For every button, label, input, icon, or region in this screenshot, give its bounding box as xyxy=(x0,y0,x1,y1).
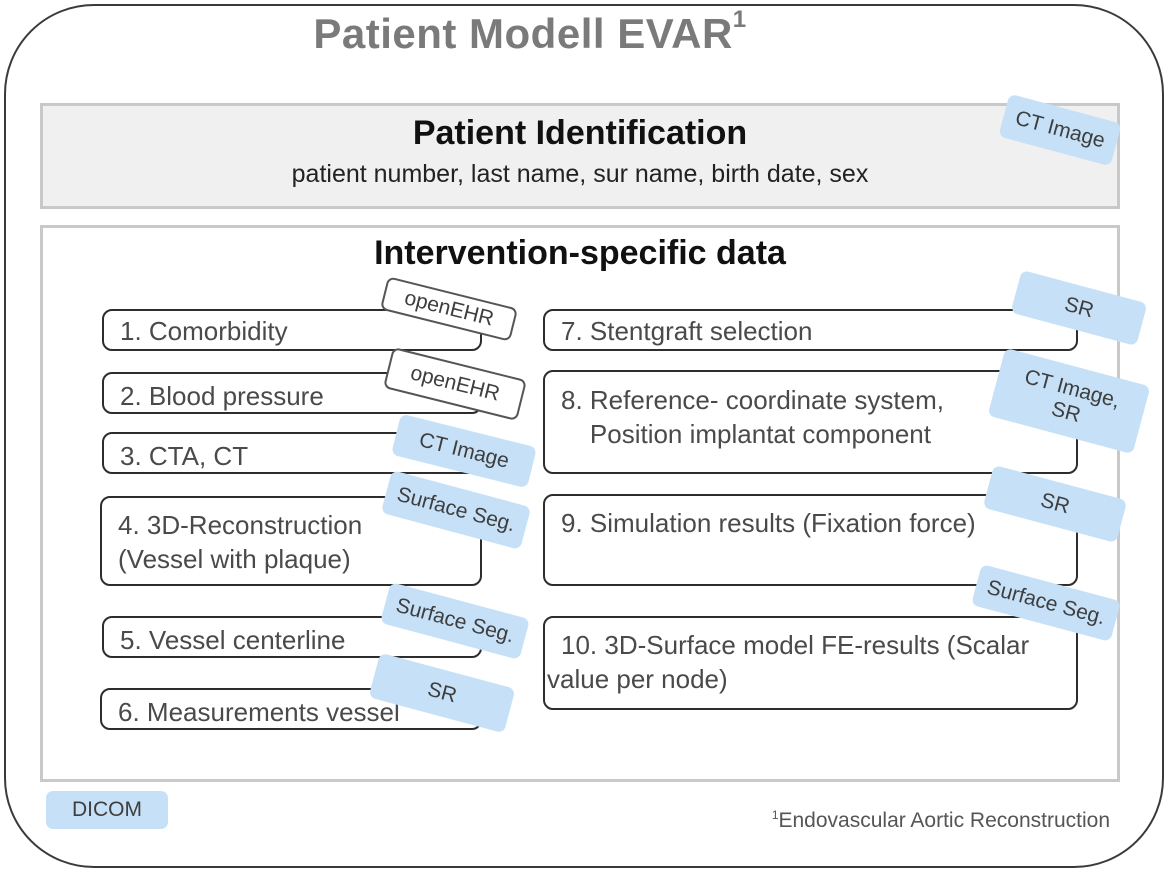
item-line: 8. Reference- coordinate system, xyxy=(561,385,944,415)
item-reference-coordinate-system: 8. Reference- coordinate system, Positio… xyxy=(543,370,1078,474)
item-line: 5. Vessel centerline xyxy=(120,625,346,655)
item-line: 2. Blood pressure xyxy=(120,381,324,411)
page-title: Patient Modell EVAR1 xyxy=(313,6,747,57)
item-line: 7. Stentgraft selection xyxy=(561,316,813,346)
patient-identification-fields: patient number, last name, sur name, bir… xyxy=(291,160,869,188)
patient-identification-title: Patient Identification xyxy=(412,114,748,152)
patient-identification-panel: Patient Identification patient number, l… xyxy=(40,103,1120,209)
item-stentgraft-selection: 7. Stentgraft selection xyxy=(543,309,1078,351)
item-cta-ct: 3. CTA, CT xyxy=(102,432,482,474)
item-line: 6. Measurements vessel xyxy=(118,697,400,727)
footnote-text: Endovascular Aortic Reconstruction xyxy=(778,809,1111,832)
item-line: Position implantat component xyxy=(561,419,931,449)
item-line: 9. Simulation results (Fixation force) xyxy=(561,508,976,538)
item-line: 4. 3D-Reconstruction xyxy=(118,510,363,540)
item-3d-surface-model: 10. 3D-Surface model FE-results (Scalar … xyxy=(543,616,1078,710)
intervention-data-title: Intervention-specific data xyxy=(374,234,786,272)
footnote: 1Endovascular Aortic Reconstruction xyxy=(772,808,1110,833)
footnote-marker: 1 xyxy=(771,808,779,822)
item-line: 1. Comorbidity xyxy=(120,316,288,346)
model-frame xyxy=(4,4,1164,868)
item-line: (Vessel with plaque) xyxy=(118,544,351,574)
title-footnote-marker: 1 xyxy=(732,6,747,33)
item-comorbidity: 1. Comorbidity xyxy=(102,309,482,351)
item-line: 10. 3D-Surface model FE-results (Scalar xyxy=(561,630,1030,660)
item-line: 3. CTA, CT xyxy=(120,441,249,471)
dicom-legend-tag: DICOM xyxy=(46,791,168,829)
item-line: value per node) xyxy=(547,664,728,694)
